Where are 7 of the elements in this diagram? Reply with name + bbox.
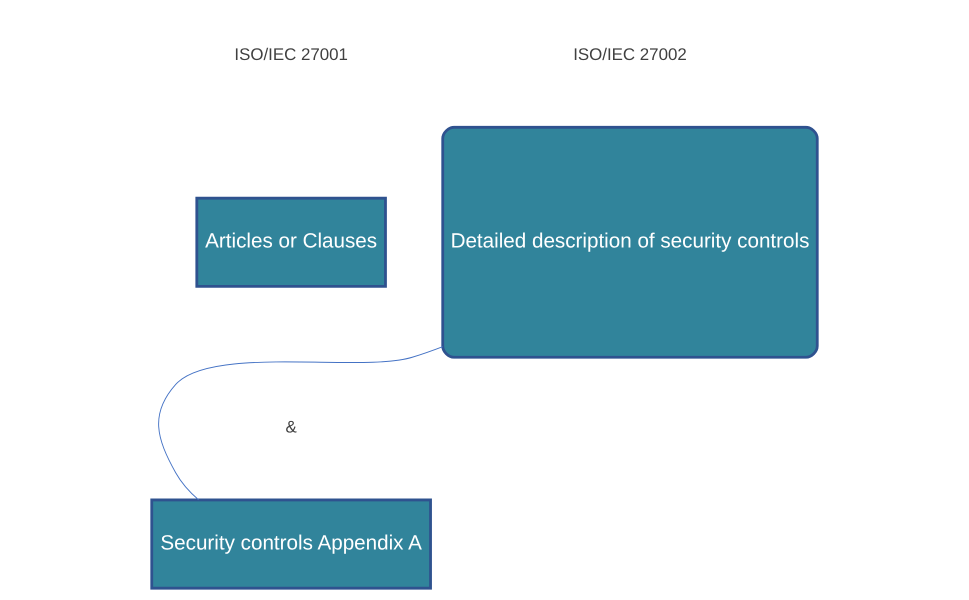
- label: ISO/IEC 27002: [573, 45, 687, 64]
- label: ISO/IEC 27001: [234, 45, 348, 64]
- connector: [158, 346, 444, 500]
- node-box: Articles or Clauses: [195, 196, 387, 288]
- node-box: Security controls Appendix A: [150, 498, 432, 590]
- label: &: [286, 418, 297, 437]
- node-box: Detailed description of security controls: [441, 126, 819, 359]
